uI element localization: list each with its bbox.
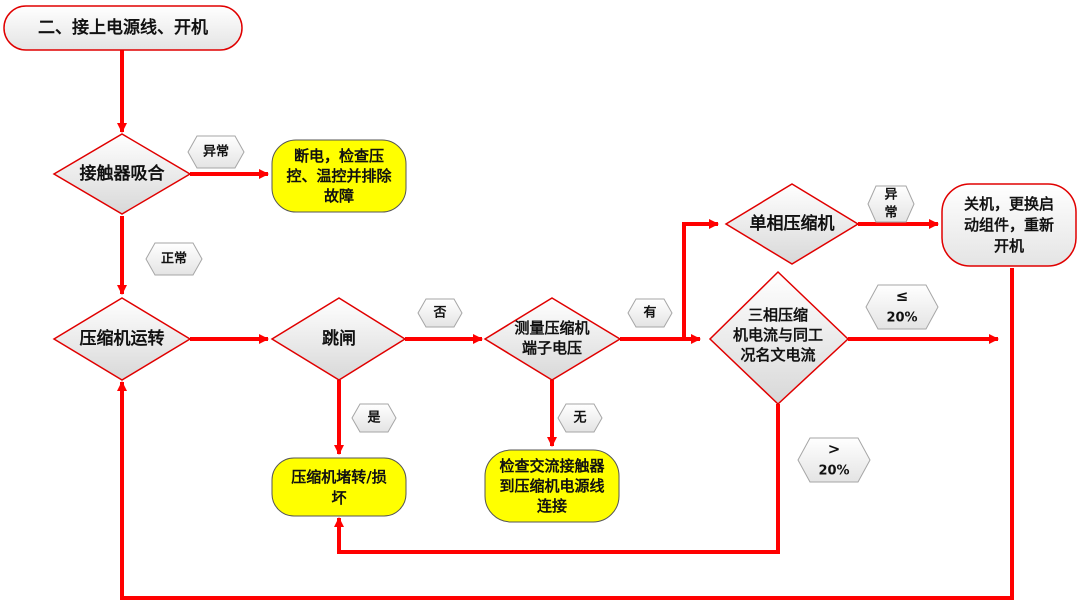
decision-three-phase-line-2: 机电流与同工 — [733, 326, 823, 344]
result-check-wiring-line-3: 连接 — [537, 497, 567, 515]
label-normal-text: 正常 — [161, 251, 187, 267]
terminal-replace: 关机，更换启 动组件，重新 开机 — [941, 183, 1077, 267]
result-check-wiring-line-1: 检查交流接触器 — [499, 457, 605, 475]
decision-measure-line-2: 端子电压 — [522, 339, 582, 357]
connectors — [117, 50, 1014, 600]
decision-three-phase-line-1: 三相压缩 — [748, 306, 808, 324]
decision-single-phase-text: 单相压缩机 — [750, 213, 835, 234]
result-check-wiring: 检查交流接触器 到压缩机电源线 连接 — [484, 449, 620, 523]
start-text: 二、接上电源线、开机 — [38, 17, 208, 38]
decision-trip: 跳闸 — [270, 297, 407, 381]
arrow-to-single-phase — [682, 219, 719, 339]
label-gt-20-symbol: > — [828, 440, 841, 458]
label-no: 否 — [417, 298, 463, 328]
result-check-power-line-1: 断电，检查压 — [294, 147, 384, 165]
label-abnormal-2-line-2: 常 — [884, 205, 897, 221]
label-yes-text: 是 — [366, 411, 381, 426]
terminal-replace-line-2: 动组件，重新 — [964, 216, 1054, 234]
result-check-power-line-3: 故障 — [324, 187, 354, 205]
label-none-text: 无 — [572, 411, 586, 426]
label-gt-20: > 20% — [797, 437, 871, 483]
terminal-replace-line-3: 开机 — [994, 237, 1024, 255]
decision-contactor-text: 接触器吸合 — [80, 163, 166, 184]
decision-compressor-run: 压缩机运转 — [52, 297, 192, 381]
result-stuck: 压缩机堵转/损 坏 — [271, 457, 407, 517]
label-abnormal-2: 异 常 — [867, 185, 915, 223]
result-check-power: 断电，检查压 控、温控并排除 故障 — [271, 139, 407, 213]
decision-three-phase-line-3: 况名文电流 — [740, 346, 815, 364]
label-le-20: ≤ 20% — [865, 284, 939, 330]
terminal-replace-line-1: 关机，更换启 — [964, 195, 1054, 213]
decision-three-phase: 三相压缩 机电流与同工 况名文电流 — [708, 270, 850, 406]
label-normal: 正常 — [145, 242, 203, 276]
arrow-replace-loop — [117, 268, 1014, 600]
decision-contactor: 接触器吸合 — [52, 133, 192, 215]
label-has-text: 有 — [643, 305, 656, 321]
label-le-20-value: 20% — [886, 311, 917, 326]
label-abnormal-1: 异常 — [187, 135, 245, 169]
label-le-20-symbol: ≤ — [896, 287, 909, 305]
label-abnormal-2-line-1: 异 — [884, 188, 897, 203]
label-no-text: 否 — [432, 306, 446, 321]
result-stuck-line-2: 坏 — [331, 489, 346, 507]
result-check-wiring-line-2: 到压缩机电源线 — [499, 477, 604, 495]
label-has: 有 — [627, 298, 673, 328]
decision-single-phase: 单相压缩机 — [724, 183, 860, 265]
arrow-three-phase-gt20 — [334, 404, 780, 554]
label-none: 无 — [557, 403, 603, 433]
decision-measure: 测量压缩机 端子电压 — [483, 297, 622, 381]
label-gt-20-value: 20% — [818, 464, 849, 479]
result-stuck-line-1: 压缩机堵转/损 — [291, 468, 386, 486]
start-node: 二、接上电源线、开机 — [3, 5, 243, 51]
result-check-power-line-2: 控、温控并排除 — [286, 167, 392, 185]
label-abnormal-1-text: 异常 — [203, 144, 229, 160]
decision-trip-text: 跳闸 — [322, 328, 356, 349]
decision-compressor-run-text: 压缩机运转 — [80, 328, 165, 349]
label-yes: 是 — [351, 403, 397, 433]
decision-measure-line-1: 测量压缩机 — [514, 319, 589, 337]
